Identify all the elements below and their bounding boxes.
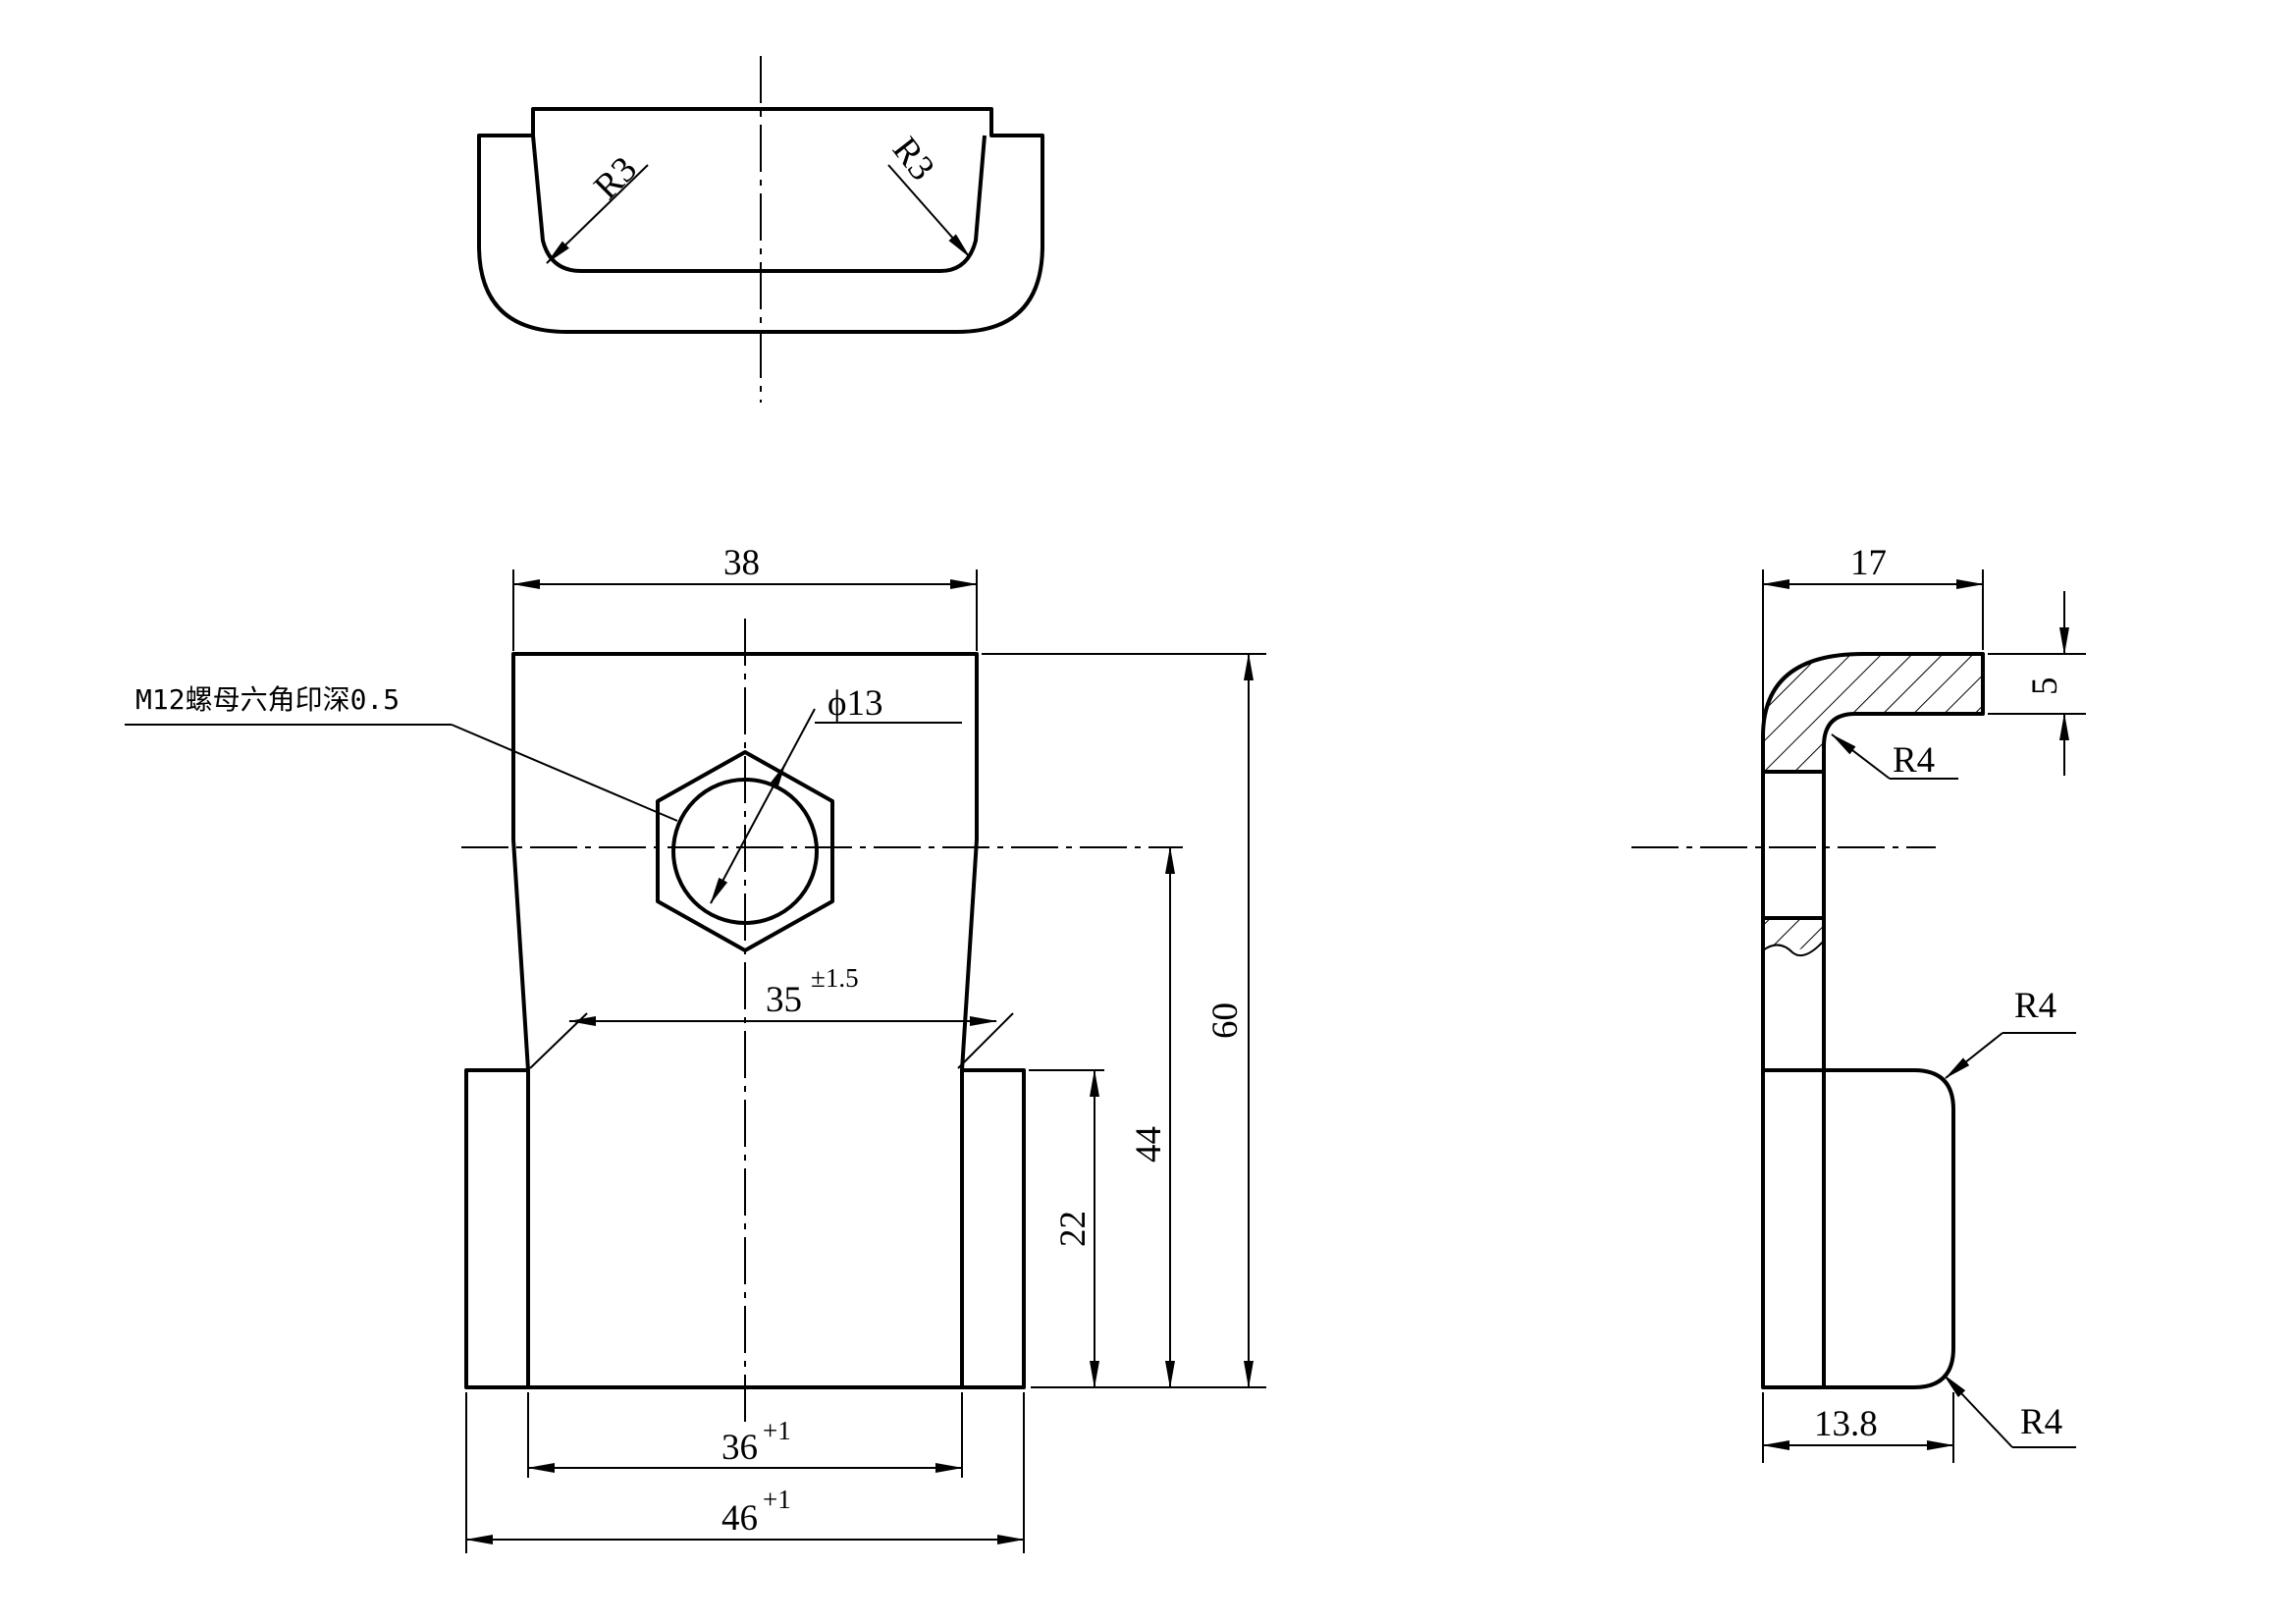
top-view-outline — [477, 107, 1044, 334]
top-radius-left-leader — [546, 164, 649, 264]
top-radius-right-label: R3 — [884, 130, 942, 188]
side-view: 17 5 R4 R4 R4 13.8 — [1631, 543, 2086, 1463]
nut-note-leader — [451, 724, 678, 822]
r4-lower-label: R4 — [2020, 1402, 2062, 1442]
r4-inner-label: R4 — [1893, 740, 1935, 781]
dim-46-tolerance: +1 — [763, 1485, 791, 1514]
dim-phi13-line — [710, 708, 816, 904]
side-break-line — [1762, 940, 1825, 956]
dim-35-label: 35 — [766, 980, 802, 1020]
dim-5-label: 5 — [2025, 677, 2065, 696]
dim-13-8-label: 13.8 — [1814, 1404, 1878, 1444]
dim-phi13-label: ϕ13 — [828, 683, 882, 724]
r4-upper-leader — [1945, 1032, 2003, 1079]
dim-35-ext-right — [957, 1012, 1014, 1069]
dim-phi13-arrow-back — [769, 763, 786, 790]
dim-35-tolerance: ±1.5 — [811, 963, 859, 993]
r4-upper-label: R4 — [2014, 986, 2056, 1026]
side-broken-hatch — [1763, 918, 1824, 952]
r4-lower-leader — [1943, 1374, 2013, 1448]
top-radius-left-label: R3 — [586, 149, 645, 208]
side-upper-profile — [1761, 652, 1985, 1387]
dim-44-label: 44 — [1129, 1126, 1169, 1163]
dim-60-label: 60 — [1205, 1002, 1246, 1039]
dim-17-label: 17 — [1850, 543, 1887, 583]
dim-36-tolerance: +1 — [763, 1416, 791, 1445]
nut-note-label: M12螺母六角印深0.5 — [135, 683, 400, 716]
top-view: R3 R3 — [477, 56, 1044, 403]
top-radius-right-leader — [887, 164, 971, 258]
front-view: 38 60 44 22 35 ±1.5 36 +1 46 +1 — [125, 543, 1266, 1553]
dim-22-label: 22 — [1053, 1211, 1094, 1247]
side-lower-block — [1761, 1068, 1955, 1389]
dim-46-label: 46 — [721, 1498, 758, 1539]
front-view-outline — [464, 652, 1026, 1389]
r4-inner-leader — [1831, 733, 1891, 780]
dim-38-label: 38 — [723, 543, 760, 583]
dim-36-label: 36 — [721, 1428, 758, 1468]
